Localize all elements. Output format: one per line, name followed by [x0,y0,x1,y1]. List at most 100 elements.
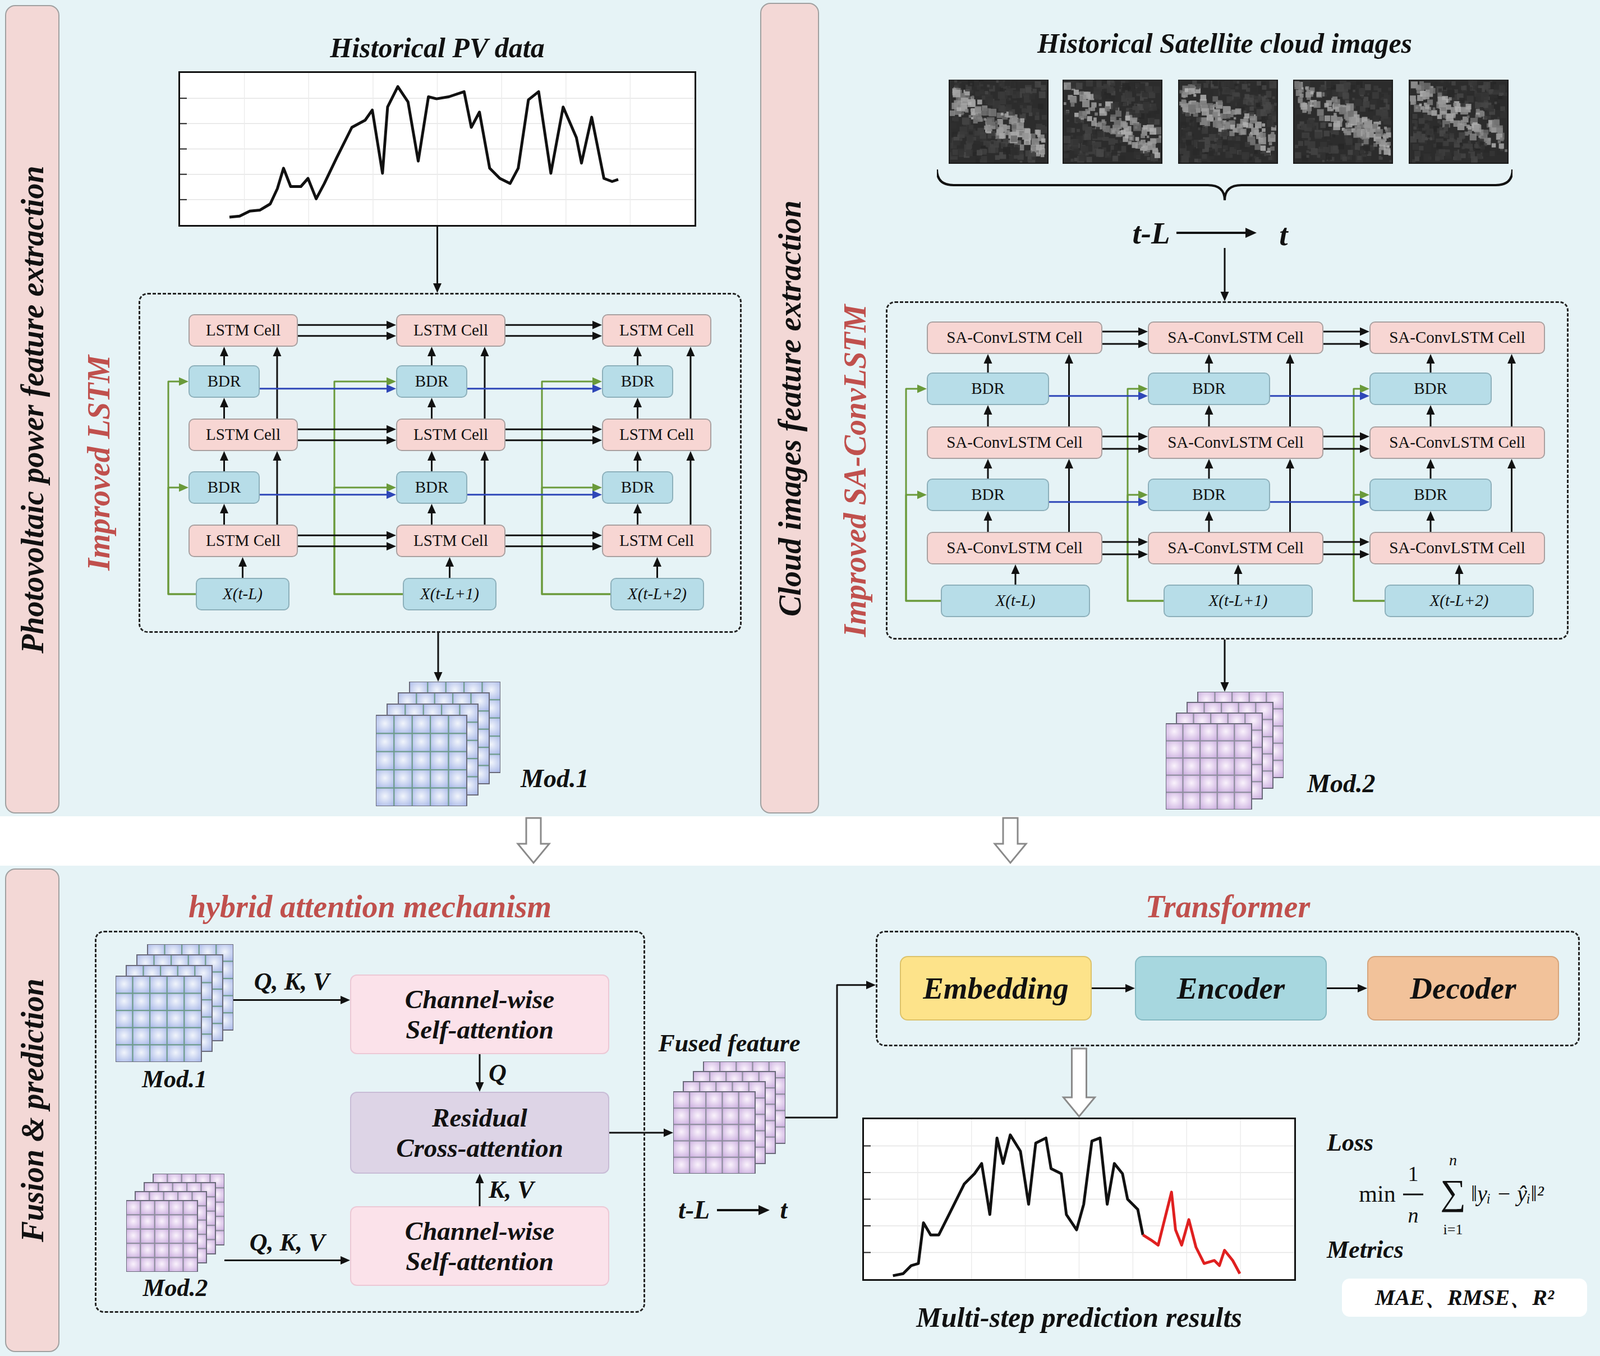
box-text: LSTM Cell [619,320,694,340]
box-text: LSTM Cell [619,425,694,444]
box-text: LSTM Cell [413,320,489,340]
module-container: hybrid attention mechanismMod.1Channel-w… [94,930,646,1313]
heading: Cloud images feature extraction [771,199,808,616]
connector [1220,247,1230,302]
heading: Transformer [1145,888,1311,925]
connector [505,331,602,340]
heading: Photovoltaic power feature extraction [14,165,50,654]
connector [297,320,397,330]
image-strip: Historical Satellite cloud images [936,79,1513,248]
time-arrow-head [758,1205,770,1216]
process-box: Channel-wise Self-attention [350,974,610,1055]
connector [505,541,602,551]
label: t [780,1197,788,1224]
connector [224,1256,351,1265]
box-text: X(t-L+2) [1430,591,1489,610]
edge-label: Q [488,1060,507,1086]
process-box: LSTM Cell [396,418,506,452]
feature-cube-drawing [673,1061,786,1174]
connector [475,1173,485,1207]
connector [1205,405,1214,427]
connector [272,451,282,525]
connector [633,346,642,366]
connector [467,490,602,499]
feature-cube-drawing [1165,691,1284,810]
box-text: BDR [971,485,1005,504]
connector [686,346,695,419]
process-box: SA-ConvLSTM Cell [926,321,1103,354]
connector [505,531,602,540]
process-box: BDR [926,478,1050,512]
feature-cube-drawing [115,944,234,1062]
feature-cube: Mod.1 [115,944,234,1062]
connector [505,425,602,434]
box-text: Decoder [1409,970,1516,1006]
connector [334,483,403,595]
connector [445,557,454,578]
fraction-bar [1403,1193,1424,1196]
connector [1063,1048,1096,1117]
process-box: SA-ConvLSTM Cell [1369,531,1546,565]
box-text: BDR [415,477,449,497]
label: 1 [1408,1162,1419,1185]
box-text: SA-ConvLSTM Cell [946,538,1083,558]
connector [427,346,436,366]
box-text: LSTM Cell [413,531,489,550]
box-text: LSTM Cell [413,425,489,444]
process-box: BDR [1147,478,1271,512]
connector [1049,391,1148,400]
box-text: MAE、RMSE、R² [1375,1284,1554,1311]
process-box: BDR [396,471,468,504]
connector [297,435,397,445]
process-box: LSTM Cell [601,524,712,558]
process-box: BDR [601,365,674,398]
panel [0,865,1600,1356]
connector [1507,353,1516,427]
box-text: BDR [621,477,655,497]
process-box: BDR [396,365,468,398]
label: Loss [1326,1130,1374,1156]
process-box: BDR [926,372,1050,406]
label: n [1449,1152,1457,1169]
box-text: X(t-L+2) [627,584,687,604]
box-text: X(t-L+1) [1208,591,1268,610]
box-text: LSTM Cell [205,425,281,444]
process-box: MAE、RMSE、R² [1341,1278,1588,1317]
connector [686,451,695,525]
heading: Mod.1 [141,1065,208,1094]
box-text: LSTM Cell [205,320,281,340]
box-text: BDR [1413,379,1448,398]
heading: Improved SA-ConvLSTM [837,304,873,637]
process-box: X(t-L+2) [610,577,705,611]
connector [233,995,351,1005]
label: i=1 [1443,1222,1464,1238]
feature-cube: Mod.2 [126,1173,225,1272]
process-box: BDR [601,471,674,504]
box-text: LSTM Cell [619,531,694,550]
box-text: BDR [1192,379,1226,398]
connector [297,541,397,551]
connector [505,435,602,445]
edge-label: K, V [488,1177,535,1203]
connector [433,226,442,293]
heading: Fusion & prediction [14,978,50,1243]
heading: Historical Satellite cloud images [1037,27,1413,61]
connector [1507,458,1516,532]
time-arrow [1176,231,1248,234]
process-box: LSTM Cell [601,418,712,452]
heading: Mod.2 [1307,769,1376,799]
process-box: LSTM Cell [601,314,712,347]
connector [1102,537,1148,546]
box-text: LSTM Cell [205,531,281,550]
section-band: Cloud images feature extraction [760,2,820,814]
chart-frame: Multi-step prediction results [862,1117,1296,1281]
time-arrow-head [1245,227,1257,238]
box-text: SA-ConvLSTM Cell [1167,538,1304,558]
process-box: X(t-L) [195,577,290,611]
connector [505,320,602,330]
connector [1102,431,1148,441]
connector [480,451,489,525]
connector [334,377,403,595]
process-box: Channel-wise Self-attention [350,1206,610,1286]
